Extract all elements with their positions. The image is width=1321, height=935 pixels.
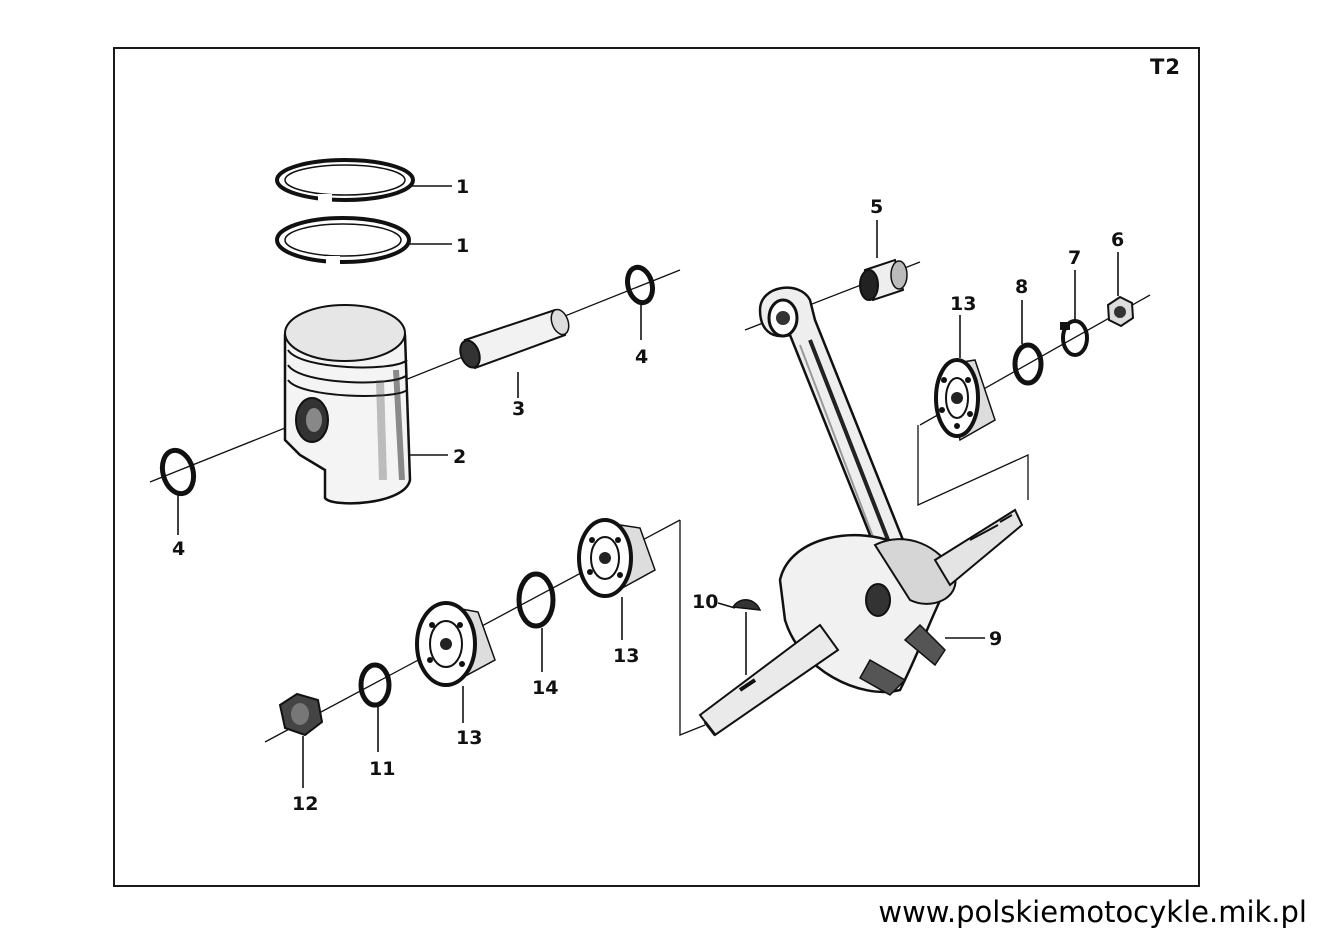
callout-6: 6 (1111, 229, 1124, 251)
callout-13-left-outer: 13 (613, 645, 639, 667)
piston-ring-bottom (275, 216, 411, 264)
callout-1-top: 1 (456, 176, 469, 198)
callout-3: 3 (512, 398, 525, 420)
callout-8: 8 (1015, 276, 1028, 298)
shim (516, 571, 556, 629)
small-end-bush (859, 258, 908, 302)
nut-left (278, 692, 324, 737)
left-shaft-axis-leader (679, 520, 706, 736)
callout-2: 2 (453, 446, 466, 468)
callout-4-left: 4 (172, 538, 185, 560)
bearing-left-inner (415, 601, 496, 687)
right-shaft-axis-leader (917, 425, 1029, 507)
bearing-left-outer (577, 518, 656, 598)
callout-13-left-inner: 13 (456, 727, 482, 749)
woodruff-key (731, 599, 762, 675)
bearing-right (934, 358, 996, 442)
washer-right (1012, 342, 1044, 386)
callout-12: 12 (292, 793, 318, 815)
sheet-code: T2 (1150, 55, 1181, 79)
callout-1-bottom: 1 (456, 235, 469, 257)
lock-washer (1060, 319, 1089, 357)
piston-pin (459, 308, 570, 370)
callout-5: 5 (870, 196, 883, 218)
website-url: www.polskiemotocykle.mik.pl (878, 895, 1307, 929)
callout-14: 14 (532, 677, 558, 699)
washer-left (358, 662, 392, 708)
callout-9: 9 (989, 628, 1002, 650)
callout-10: 10 (692, 591, 718, 613)
callout-4-right: 4 (635, 346, 648, 368)
callout-7: 7 (1068, 247, 1081, 269)
piston (283, 304, 412, 505)
piston-ring-top (275, 158, 415, 202)
crankshaft-assembly (698, 286, 1024, 737)
nut-right (1106, 295, 1135, 328)
callout-11: 11 (369, 758, 395, 780)
circlip-right (625, 264, 655, 306)
callout-13-right: 13 (950, 293, 976, 315)
drawing-frame (113, 47, 1200, 887)
piston-pin-axis (149, 269, 681, 483)
circlip-left (159, 447, 197, 497)
